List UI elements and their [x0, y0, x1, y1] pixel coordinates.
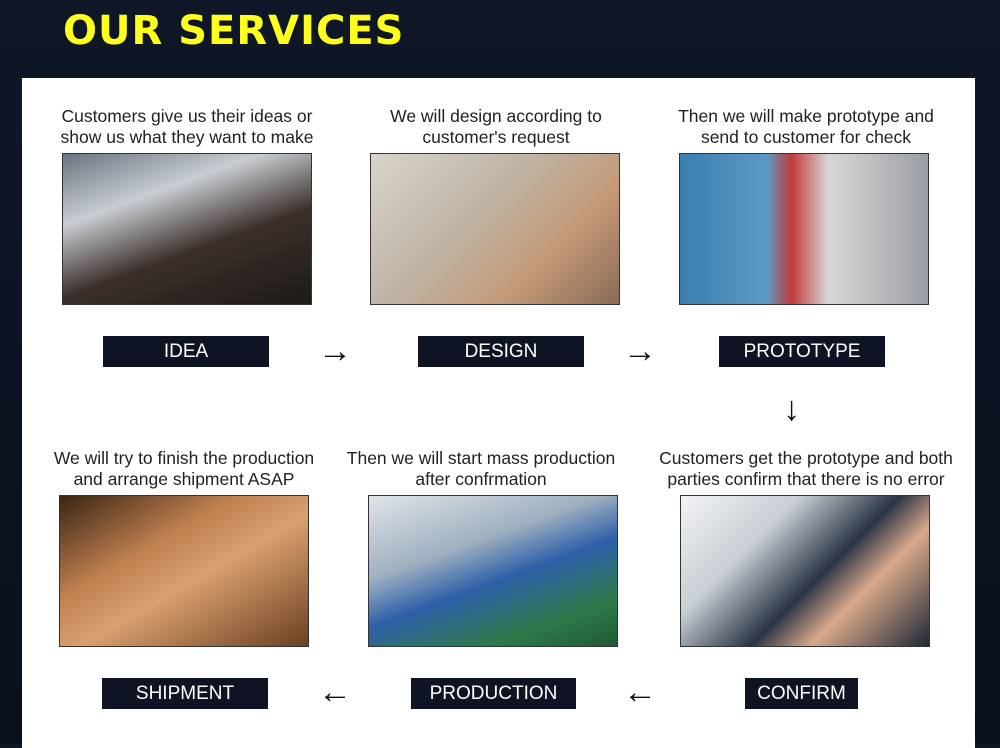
factory-floor-photo: [368, 495, 618, 647]
step-label-production: PRODUCTION: [411, 678, 576, 709]
arrow-right-icon: →: [623, 332, 657, 370]
step-label-shipment: SHIPMENT: [102, 678, 268, 709]
arrow-down-icon: ↓: [783, 390, 800, 428]
handshake-photo: [680, 495, 930, 647]
prototype-lab-photo: [679, 153, 929, 305]
step-label-idea: IDEA: [103, 336, 269, 367]
page-title: OUR SERVICES: [63, 8, 405, 54]
arrow-left-icon: ←: [318, 673, 352, 711]
meeting-room-photo: [62, 153, 312, 305]
warehouse-photo: [59, 495, 309, 647]
arrow-right-icon: →: [318, 332, 352, 370]
step-label-confirm: CONFIRM: [745, 678, 858, 709]
step-label-design: DESIGN: [418, 336, 584, 367]
hand-sketching-photo: [370, 153, 620, 305]
step-label-prototype: PROTOTYPE: [719, 336, 885, 367]
arrow-left-icon: ←: [623, 673, 657, 711]
